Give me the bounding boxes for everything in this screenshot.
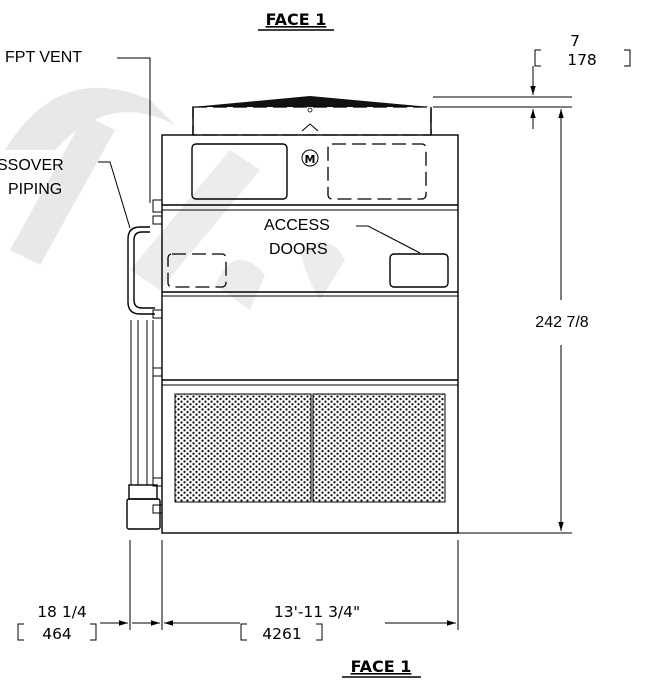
brand-logo: M xyxy=(301,149,319,167)
watermark xyxy=(5,87,345,310)
top-panel-right-hidden xyxy=(327,143,427,200)
unit-casing xyxy=(161,134,459,534)
fan-cowl xyxy=(192,96,432,136)
dimension-height: 242 7/8 xyxy=(458,109,589,534)
dim-top-mm: 178 xyxy=(567,51,597,69)
label-crossover-line2: PIPING xyxy=(8,181,62,198)
face-title-bottom: FACE 1 xyxy=(351,657,412,676)
dim-top-inches: 7 xyxy=(570,32,580,50)
label-fpt-vent: FPT VENT xyxy=(5,49,82,66)
access-door-right xyxy=(389,253,449,288)
dim-main-width-imperial: 13'-11 3/4" xyxy=(274,603,360,621)
label-access-line1: ACCESS xyxy=(264,217,330,234)
air-inlet-louver-right xyxy=(312,393,446,503)
dimension-top: 7 178 xyxy=(433,32,631,129)
dimension-widths: 18 1/4 464 13'-11 3/4" 4261 xyxy=(17,540,459,643)
face-title-top: FACE 1 xyxy=(266,10,327,29)
label-access-line2: DOORS xyxy=(269,241,328,258)
dim-left-width-mm: 464 xyxy=(42,625,72,643)
access-door-left-hidden xyxy=(167,253,227,288)
dim-left-width-inches: 18 1/4 xyxy=(37,603,87,621)
top-panel-left xyxy=(191,143,288,200)
dim-main-width-mm: 4261 xyxy=(262,625,301,643)
crossover-piping xyxy=(126,199,163,530)
svg-text:M: M xyxy=(305,153,316,166)
dim-height: 242 7/8 xyxy=(535,314,588,331)
label-crossover-line1: SSOVER xyxy=(0,157,64,174)
air-inlet-louver-left xyxy=(174,393,312,503)
leader-lines xyxy=(98,57,421,254)
